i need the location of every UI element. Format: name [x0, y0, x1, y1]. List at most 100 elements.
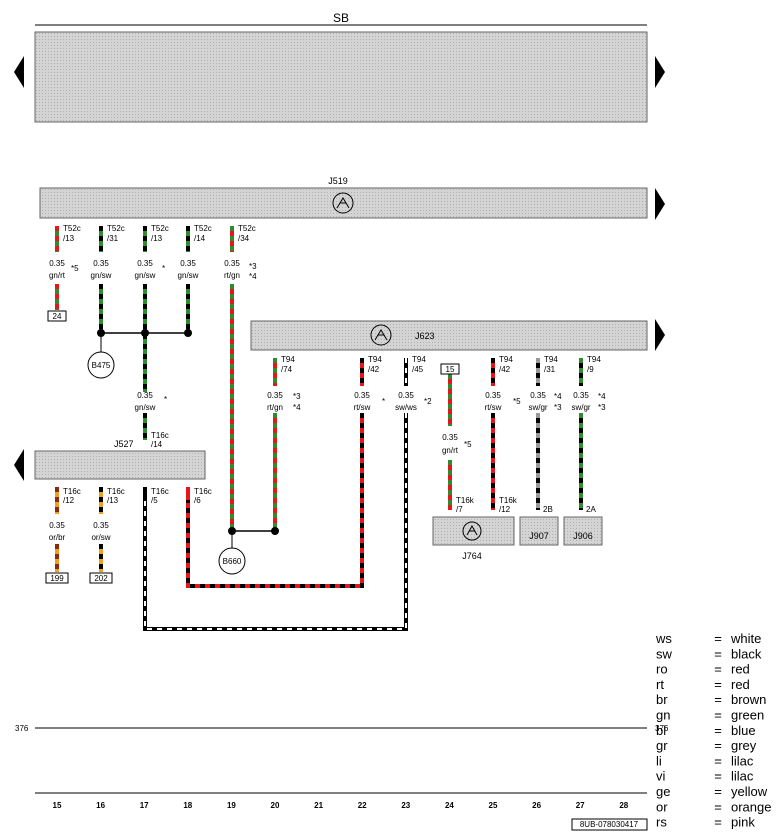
wire-gauge: 0.35 — [224, 259, 240, 268]
margin-ref-right: 376 — [655, 724, 669, 733]
legend-code: ws — [655, 631, 672, 646]
b475-label: B475 — [92, 361, 111, 370]
ref-box-24 — [47, 310, 67, 322]
legend-name: yellow — [731, 784, 768, 799]
legend-eq: = — [714, 784, 722, 799]
wire-gauge: 0.35 — [137, 391, 153, 400]
sb-title: SB — [333, 11, 349, 25]
legend-eq: = — [714, 677, 722, 692]
wire-note: *4 — [554, 392, 562, 401]
j519-label: J519 — [328, 176, 348, 186]
wire-gauge: 0.35 — [93, 259, 109, 268]
pin-label: /6 — [194, 496, 201, 505]
pin-labels: T52c /13 T52c /31 T52c /13 T52c /14 T52c… — [63, 224, 601, 514]
j623-label: J623 — [415, 331, 435, 341]
arrow-right-icon — [655, 319, 665, 351]
wire-color: gn/sw — [91, 271, 112, 280]
wires — [55, 226, 583, 631]
pin-label: /13 — [151, 234, 163, 243]
wire-note: * — [382, 397, 385, 406]
pin-label: T16c — [194, 487, 212, 496]
column-number: 27 — [576, 801, 585, 810]
pin-label: T52c — [194, 224, 212, 233]
pin-label: /12 — [63, 496, 75, 505]
wire-gauge: 0.35 — [354, 391, 370, 400]
wire-gauge: 0.35 — [93, 521, 109, 530]
legend-eq: = — [714, 815, 722, 830]
pin-label: T52c — [63, 224, 81, 233]
control-unit-icon — [332, 192, 354, 214]
arrow-right-icon — [655, 188, 665, 220]
pin-label: /31 — [544, 365, 556, 374]
wire-gauge: 0.35 — [485, 391, 501, 400]
margin-ref-left: 376 — [15, 724, 29, 733]
color-legend: ws=whitesw=blackro=redrt=redbr=browngn=g… — [655, 631, 771, 830]
wire-gauge: 0.35 — [137, 259, 153, 268]
arrow-left-icon — [14, 449, 24, 481]
wire-gauge: 0.35 — [442, 433, 458, 442]
wire-color: or/sw — [91, 533, 110, 542]
legend-eq: = — [714, 769, 722, 784]
pin-label: T94 — [368, 355, 382, 364]
pin-label: /13 — [107, 496, 119, 505]
pin-label: 2A — [586, 505, 596, 514]
legend-name: lilac — [731, 753, 754, 768]
pin-label: T16c — [151, 431, 169, 440]
wire-note: *5 — [71, 264, 79, 273]
legend-code: ge — [656, 784, 670, 799]
pin-label: T94 — [499, 355, 513, 364]
pin-label: T52c — [151, 224, 169, 233]
pin-label: T16c — [151, 487, 169, 496]
legend-code: rs — [656, 815, 667, 830]
wire-color: sw/ws — [395, 403, 417, 412]
legend-eq: = — [714, 662, 722, 677]
legend-code: sw — [656, 646, 673, 661]
column-number: 15 — [53, 801, 62, 810]
b660-label: B660 — [223, 557, 242, 566]
j527-label: J527 — [114, 439, 134, 449]
column-number: 19 — [227, 801, 236, 810]
column-number: 23 — [401, 801, 410, 810]
pin-label: /14 — [151, 440, 163, 449]
j527-bus — [34, 450, 206, 480]
doc-code: 8UB-078030417 — [580, 820, 639, 829]
legend-name: grey — [731, 738, 757, 753]
ground-point-b660 — [218, 547, 246, 575]
wire-note: *2 — [424, 397, 432, 406]
wire-color: rt/sw — [354, 403, 371, 412]
wire-color: gn/rt — [442, 446, 459, 455]
legend-eq: = — [714, 738, 722, 753]
wire-color: or/br — [49, 533, 66, 542]
wire-color: gn/rt — [49, 271, 66, 280]
pin-label: /45 — [412, 365, 424, 374]
j623-bus — [250, 320, 648, 351]
j906-box — [563, 516, 603, 546]
pin-label: T16k — [499, 496, 518, 505]
wire-note: *3 — [598, 403, 606, 412]
column-number: 21 — [314, 801, 323, 810]
wire-gauge: 0.35 — [398, 391, 414, 400]
wire-note: *5 — [464, 440, 472, 449]
column-number: 16 — [96, 801, 105, 810]
legend-name: white — [730, 631, 761, 646]
legend-name: red — [731, 662, 750, 677]
pin-label: T94 — [281, 355, 295, 364]
legend-code: gr — [656, 738, 668, 753]
wire-color: rt/gn — [224, 271, 240, 280]
ref-box-199 — [45, 572, 69, 584]
control-unit-icon — [370, 324, 392, 346]
legend-eq: = — [714, 753, 722, 768]
pin-label: 2B — [543, 505, 553, 514]
ground-point-b475 — [87, 351, 115, 379]
column-number: 20 — [271, 801, 280, 810]
sb-bus — [34, 31, 648, 123]
pin-label: /74 — [281, 365, 293, 374]
wire-note: *4 — [249, 272, 257, 281]
wire-note: *5 — [513, 397, 521, 406]
ref-box-15 — [440, 363, 460, 375]
pin-label: T16c — [107, 487, 125, 496]
ref-202-label: 202 — [94, 574, 108, 583]
pin-label: T16c — [63, 487, 81, 496]
pin-label: /5 — [151, 496, 158, 505]
